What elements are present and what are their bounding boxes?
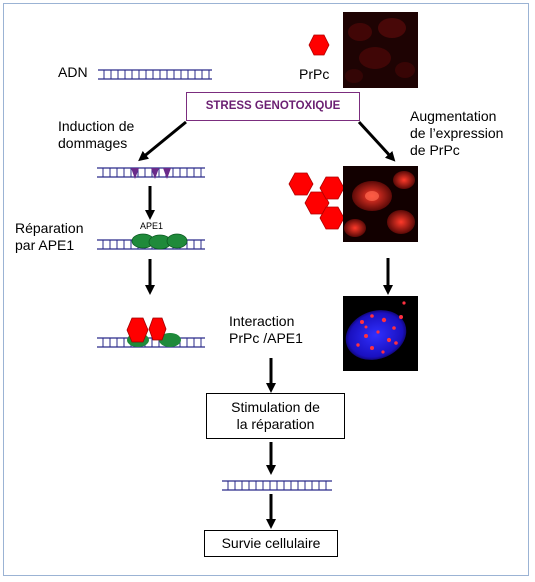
prpc-hexagon: [308, 34, 330, 56]
ape1-tag: APE1: [140, 221, 164, 231]
nucleus-image: [343, 296, 418, 371]
arrows: [138, 120, 396, 529]
arrow-stress-left: [138, 120, 187, 162]
stress-genotoxique-box: STRESS GENOTOXIQUE: [186, 92, 360, 121]
survie-box: Survie cellulaire: [204, 530, 338, 557]
induction-label: Induction de dommages: [58, 118, 135, 151]
reparation-label: Réparation par APE1: [15, 220, 84, 253]
interaction-label: Interaction PrPc /APE1: [229, 313, 303, 346]
augmentation-label: Augmentation de l’expression de PrPc: [410, 108, 504, 158]
dna-strand-repaired: [222, 480, 332, 491]
cell-image-basal: [343, 12, 418, 88]
adn-label: ADN: [58, 64, 88, 80]
stimulation-box: Stimulation de la réparation: [206, 393, 345, 439]
cell-image-increased: [343, 166, 418, 242]
prpc-label: PrPc: [299, 66, 330, 82]
figure-frame: [3, 3, 529, 576]
damage-markers: [131, 168, 171, 179]
arrow-stress-right: [357, 120, 396, 162]
prpc-hexagon-cluster: [288, 172, 345, 230]
dna-strand-interaction: [97, 337, 205, 348]
dna-strand-top: [98, 69, 212, 80]
interaction-complex: [126, 317, 181, 347]
dna-strand-damaged: [97, 167, 205, 178]
ape1-blobs: [131, 233, 188, 250]
